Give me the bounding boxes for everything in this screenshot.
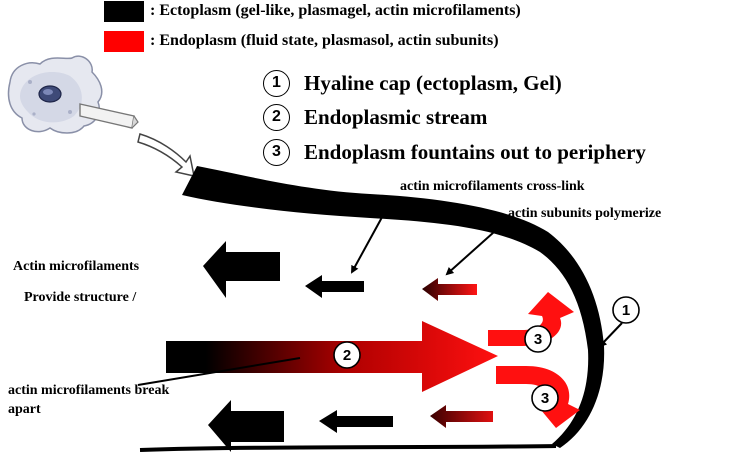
polymerize-label: actin subunits polymerize: [508, 206, 662, 221]
badge-fountain-top: 3: [524, 325, 552, 353]
amoeba-cell-icon: [7, 55, 139, 134]
badge-stream-text: 2: [343, 347, 351, 364]
structure-label-line-1: Actin microfilaments: [13, 259, 140, 274]
break-label-line-2: apart: [8, 402, 41, 417]
step-1-text: Hyaline cap (ectoplasm, Gel): [304, 70, 562, 95]
zoom-arrow-icon: [137, 133, 195, 177]
polymerize-pointer: [445, 231, 495, 276]
fountain-arrow-bottom: [496, 366, 580, 428]
break-pointer: [137, 357, 301, 386]
crosslink-pointer: [351, 198, 393, 274]
break-label-line-1: actin microfilaments break: [8, 383, 170, 398]
badge-fountain-bottom-text: 3: [541, 390, 549, 407]
step-3: 3 Endoplasm fountains out to periphery: [263, 137, 646, 167]
cap-pointer: [598, 322, 623, 348]
step-2: 2 Endoplasmic stream: [263, 102, 487, 132]
ectoplasm-legend-label: : Ectoplasm (gel-like, plasmagel, actin …: [150, 2, 521, 19]
fountain-arrow-top: [488, 292, 574, 346]
badge-fountain-bottom: 3: [531, 384, 559, 412]
ectoplasm-boundary: [182, 166, 605, 448]
endoplasm-swatch: [104, 30, 144, 52]
structure-arrow-bottom: [208, 400, 284, 452]
small-red-arrow-top: [422, 278, 477, 301]
badge-fountain-top-text: 3: [534, 331, 542, 348]
step-3-text: Endoplasm fountains out to periphery: [304, 139, 646, 164]
step-2-text: Endoplasmic stream: [304, 104, 488, 129]
structure-label-line-2: Provide structure /: [24, 290, 137, 305]
step-1: 1 Hyaline cap (ectoplasm, Gel): [263, 68, 562, 98]
ectoplasm-bottom-line: [139, 444, 557, 452]
endoplasmic-stream-arrow: [166, 321, 498, 392]
structure-arrow-top: [203, 241, 280, 298]
step-2-number: 2: [263, 103, 290, 131]
badge-cap-text: 1: [622, 302, 630, 319]
step-1-number: 1: [263, 69, 290, 97]
legend-ectoplasm: : Ectoplasm (gel-like, plasmagel, actin …: [104, 0, 521, 22]
endoplasm-legend-label: : Endoplasm (fluid state, plasmasol, act…: [150, 32, 499, 49]
ectoplasm-swatch: [104, 0, 144, 22]
small-black-arrow-top: [305, 275, 364, 298]
crosslink-label: actin microfilaments cross-link: [400, 179, 585, 194]
legend-endoplasm: : Endoplasm (fluid state, plasmasol, act…: [104, 30, 499, 52]
badge-stream: 2: [333, 341, 361, 369]
small-black-arrow-bottom: [319, 410, 393, 433]
step-3-number: 3: [263, 138, 290, 166]
badge-cap: 1: [612, 296, 640, 324]
small-red-arrow-bottom: [430, 405, 493, 428]
